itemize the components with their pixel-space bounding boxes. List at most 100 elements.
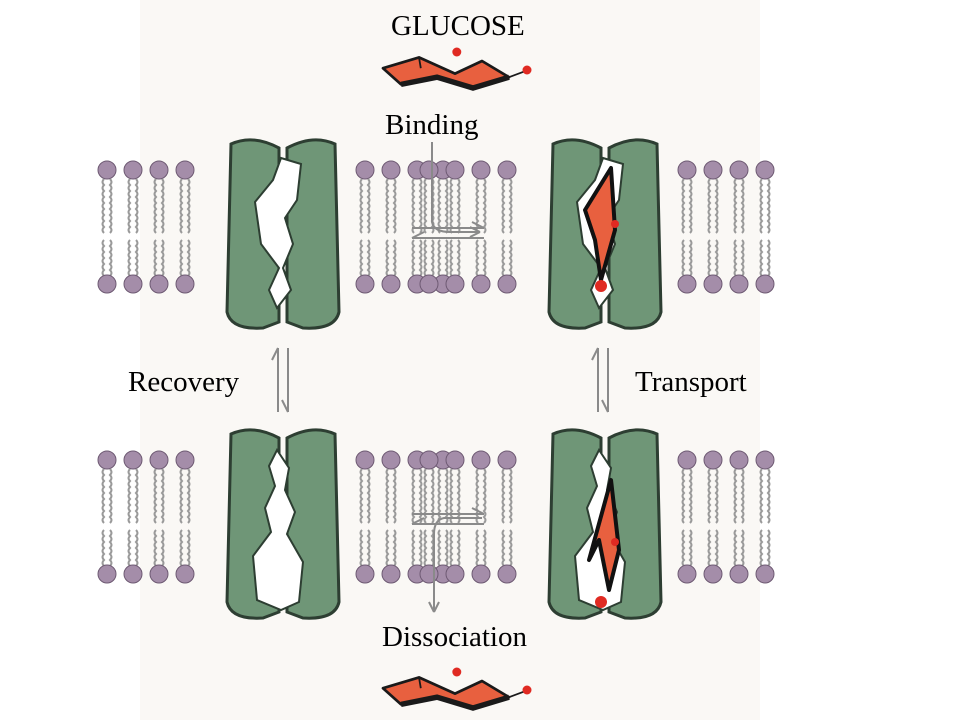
- equilibrium-arrow-icon-head: [601, 399, 609, 413]
- lipid-tail: [444, 178, 449, 234]
- lipid-head: [755, 274, 775, 294]
- binding-arrow-head: [469, 226, 481, 238]
- lipid-tail: [160, 468, 165, 524]
- lipid-head: [755, 564, 775, 584]
- lipid-tail: [681, 178, 686, 234]
- lipid-tail: [392, 468, 397, 524]
- equilibrium-arrows: [271, 142, 609, 613]
- lipid-head: [419, 564, 439, 584]
- transporter-protein-icon: [225, 428, 341, 620]
- equilibrium-arrow-icon-head: [411, 517, 425, 525]
- lipid-head: [703, 274, 723, 294]
- lipid-head: [175, 450, 195, 470]
- lipid-head: [381, 160, 401, 180]
- lipid-tail: [449, 178, 454, 234]
- bound-glucose-body: [583, 166, 617, 282]
- lipid-head: [175, 564, 195, 584]
- lipid-head: [471, 274, 491, 294]
- bound-glucose-body: [587, 478, 621, 592]
- lipid-head: [471, 450, 491, 470]
- lipid-head: [355, 450, 375, 470]
- binding-label: Binding: [385, 109, 479, 141]
- lipid-tail: [501, 178, 506, 234]
- lipid-head: [381, 274, 401, 294]
- transporter-state-open-outside-empty: [97, 138, 453, 330]
- lipid-head: [445, 450, 465, 470]
- lipid-tail: [707, 178, 712, 234]
- recovery-label: Recovery: [128, 366, 240, 398]
- lipid-tail: [186, 178, 191, 234]
- lipid-tail: [423, 178, 428, 234]
- glucose-oh: [452, 47, 462, 57]
- glucose-bond: [508, 70, 524, 79]
- transporter-protein-icon: [547, 138, 663, 330]
- lipid-head: [445, 274, 465, 294]
- lipid-head: [419, 160, 439, 180]
- transporter-protein-icon: [547, 428, 663, 620]
- equilibrium-arrow-icon-head: [271, 347, 279, 361]
- lipid-head: [381, 564, 401, 584]
- lipid-tail: [714, 178, 719, 234]
- lipid-head: [123, 160, 143, 180]
- transporter-left-half: [225, 138, 281, 330]
- lipid-head: [149, 564, 169, 584]
- lipid-bilayer-icon: [97, 160, 453, 294]
- lipid-tail: [733, 468, 738, 524]
- transporter-left-half: [547, 138, 603, 330]
- lipid-head: [355, 160, 375, 180]
- lipid-tail: [411, 178, 416, 234]
- lipid-head: [471, 564, 491, 584]
- transport-label: Transport: [635, 366, 747, 398]
- lipid-tail: [179, 468, 184, 524]
- lipid-tail: [418, 178, 423, 234]
- lipid-tail: [437, 178, 442, 234]
- lipid-tail: [101, 468, 106, 524]
- lipid-head: [677, 274, 697, 294]
- glucose-edge: [400, 694, 510, 711]
- equilibrium-arrow-icon-head: [411, 231, 425, 239]
- lipid-tail: [179, 178, 184, 234]
- lipid-head: [471, 160, 491, 180]
- lipid-head: [419, 274, 439, 294]
- binding-arrow: [431, 142, 480, 233]
- lipid-tail: [766, 178, 771, 234]
- transporter-right-half: [607, 138, 663, 330]
- glucose-oh: [611, 538, 619, 546]
- lipid-head: [445, 160, 465, 180]
- transporter-state-open-outside-bound: [419, 138, 775, 330]
- glucose-bond: [508, 690, 524, 699]
- lipid-tail: [153, 178, 158, 234]
- lipid-head: [703, 564, 723, 584]
- lipid-tail: [366, 468, 371, 524]
- lipid-tail: [688, 178, 693, 234]
- lipid-tail: [385, 178, 390, 234]
- lipid-head: [703, 450, 723, 470]
- lipid-tail: [366, 178, 371, 234]
- lipid-tail: [127, 178, 132, 234]
- lipid-head: [497, 564, 517, 584]
- lipid-head: [355, 564, 375, 584]
- lipid-head: [355, 274, 375, 294]
- lipid-tail: [733, 178, 738, 234]
- lipid-head: [123, 450, 143, 470]
- lipid-tail: [681, 468, 686, 524]
- lipid-head: [755, 160, 775, 180]
- glucose-oh: [522, 65, 532, 75]
- lipid-head: [445, 564, 465, 584]
- glucose-oh: [452, 667, 462, 677]
- lipid-head: [729, 274, 749, 294]
- lipid-head: [97, 160, 117, 180]
- lipid-head: [677, 160, 697, 180]
- lipid-head: [497, 160, 517, 180]
- lipid-tail: [153, 468, 158, 524]
- lipid-head: [97, 274, 117, 294]
- transporter-right-half: [285, 138, 341, 330]
- lipid-head: [149, 274, 169, 294]
- lipid-head: [97, 564, 117, 584]
- lipid-tail: [456, 178, 461, 234]
- glucose-edge: [400, 74, 510, 91]
- lipid-head: [123, 564, 143, 584]
- lipid-tail: [359, 468, 364, 524]
